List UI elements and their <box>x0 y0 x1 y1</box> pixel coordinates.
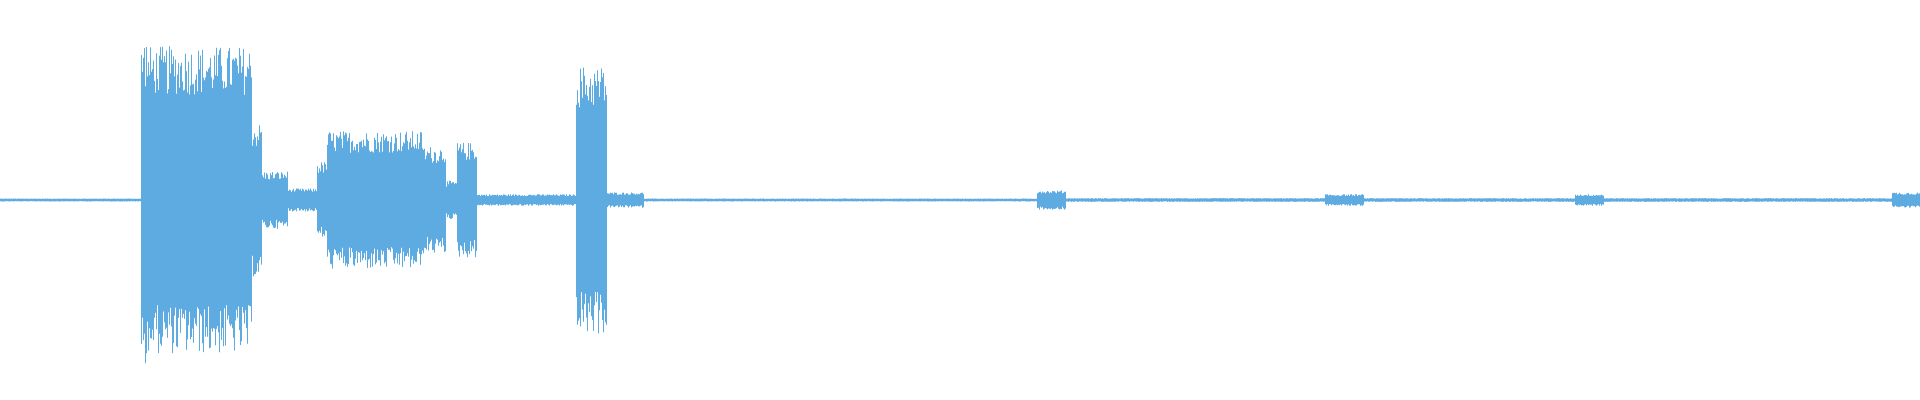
waveform-samples <box>0 46 1920 364</box>
waveform-path <box>0 46 1920 364</box>
